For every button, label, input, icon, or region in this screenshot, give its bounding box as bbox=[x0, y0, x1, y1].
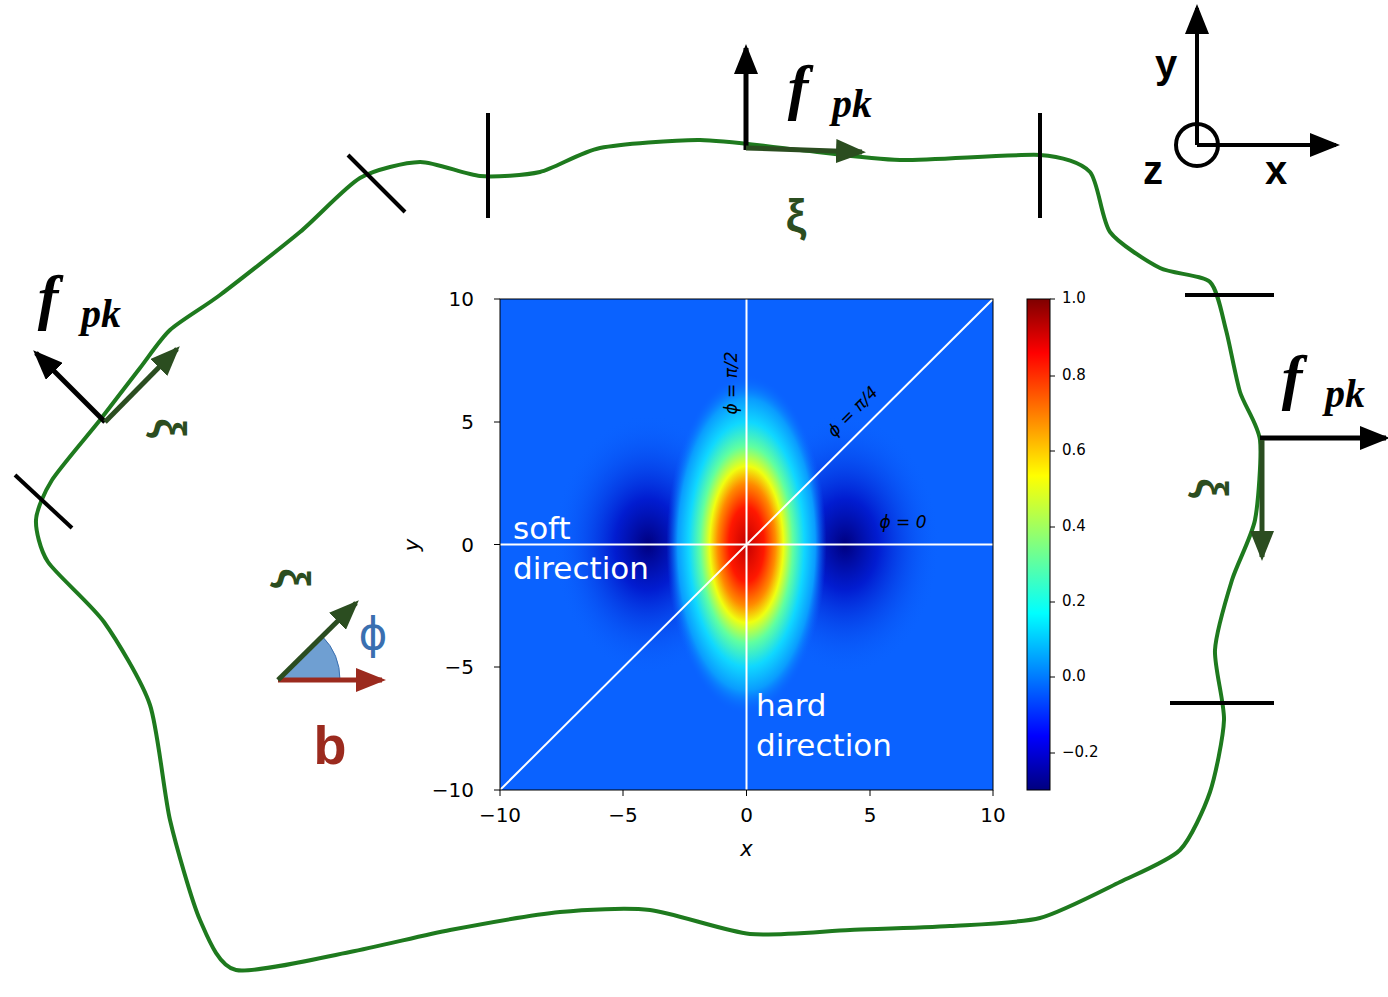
line-direction: ξ bbox=[1189, 478, 1235, 498]
force-symbol: f bbox=[38, 265, 59, 330]
angle-label: ϕ = π/2 bbox=[723, 351, 741, 414]
axis-label: y bbox=[1155, 43, 1177, 85]
colorbar-label: 0.0 bbox=[1062, 669, 1086, 685]
burgers-vector: b bbox=[314, 717, 347, 774]
colorbar-label: 0.2 bbox=[1062, 594, 1086, 610]
line-direction: ξ bbox=[147, 418, 193, 438]
force-arrows bbox=[36, 48, 1386, 557]
tick-label: 5 bbox=[461, 412, 474, 433]
colorbar-label: 0.4 bbox=[1062, 519, 1086, 535]
colorbar-label: −0.2 bbox=[1062, 745, 1098, 761]
tick-label: −10 bbox=[432, 780, 474, 801]
axis-label: x bbox=[1265, 149, 1287, 191]
tick-label: −5 bbox=[445, 657, 474, 678]
colorbar-label: 1.0 bbox=[1062, 291, 1086, 307]
force-symbol: f bbox=[788, 55, 809, 120]
dislocation-loop bbox=[36, 140, 1261, 971]
tick-label: −10 bbox=[479, 805, 521, 826]
axis-title: y bbox=[401, 539, 423, 551]
axis-label: z bbox=[1143, 149, 1163, 191]
force-subscript: pk bbox=[832, 83, 872, 125]
colorbar-label: 0.8 bbox=[1062, 368, 1086, 384]
tick-label: 10 bbox=[980, 805, 1005, 826]
force-subscript: pk bbox=[81, 293, 121, 335]
loop-line bbox=[36, 140, 1261, 971]
line-direction: ξ bbox=[271, 568, 317, 588]
angle-label: ϕ = 0 bbox=[879, 514, 926, 532]
tick-label: 10 bbox=[449, 289, 474, 310]
axis-triad bbox=[1176, 8, 1336, 166]
line-direction: ξ bbox=[786, 192, 806, 240]
force-symbol: f bbox=[1282, 345, 1303, 410]
direction-label: hard direction bbox=[756, 685, 956, 766]
colorbar-label: 0.6 bbox=[1062, 443, 1086, 459]
heatmap bbox=[494, 299, 1055, 796]
direction-label: soft direction bbox=[513, 508, 713, 589]
tick-label: −5 bbox=[608, 805, 637, 826]
force-subscript: pk bbox=[1325, 373, 1365, 415]
axis-title: x bbox=[740, 838, 752, 860]
tick-label: 0 bbox=[740, 805, 753, 826]
tick-label: 5 bbox=[864, 805, 877, 826]
angle-symbol: ϕ bbox=[358, 611, 387, 657]
tick-label: 0 bbox=[461, 534, 474, 555]
